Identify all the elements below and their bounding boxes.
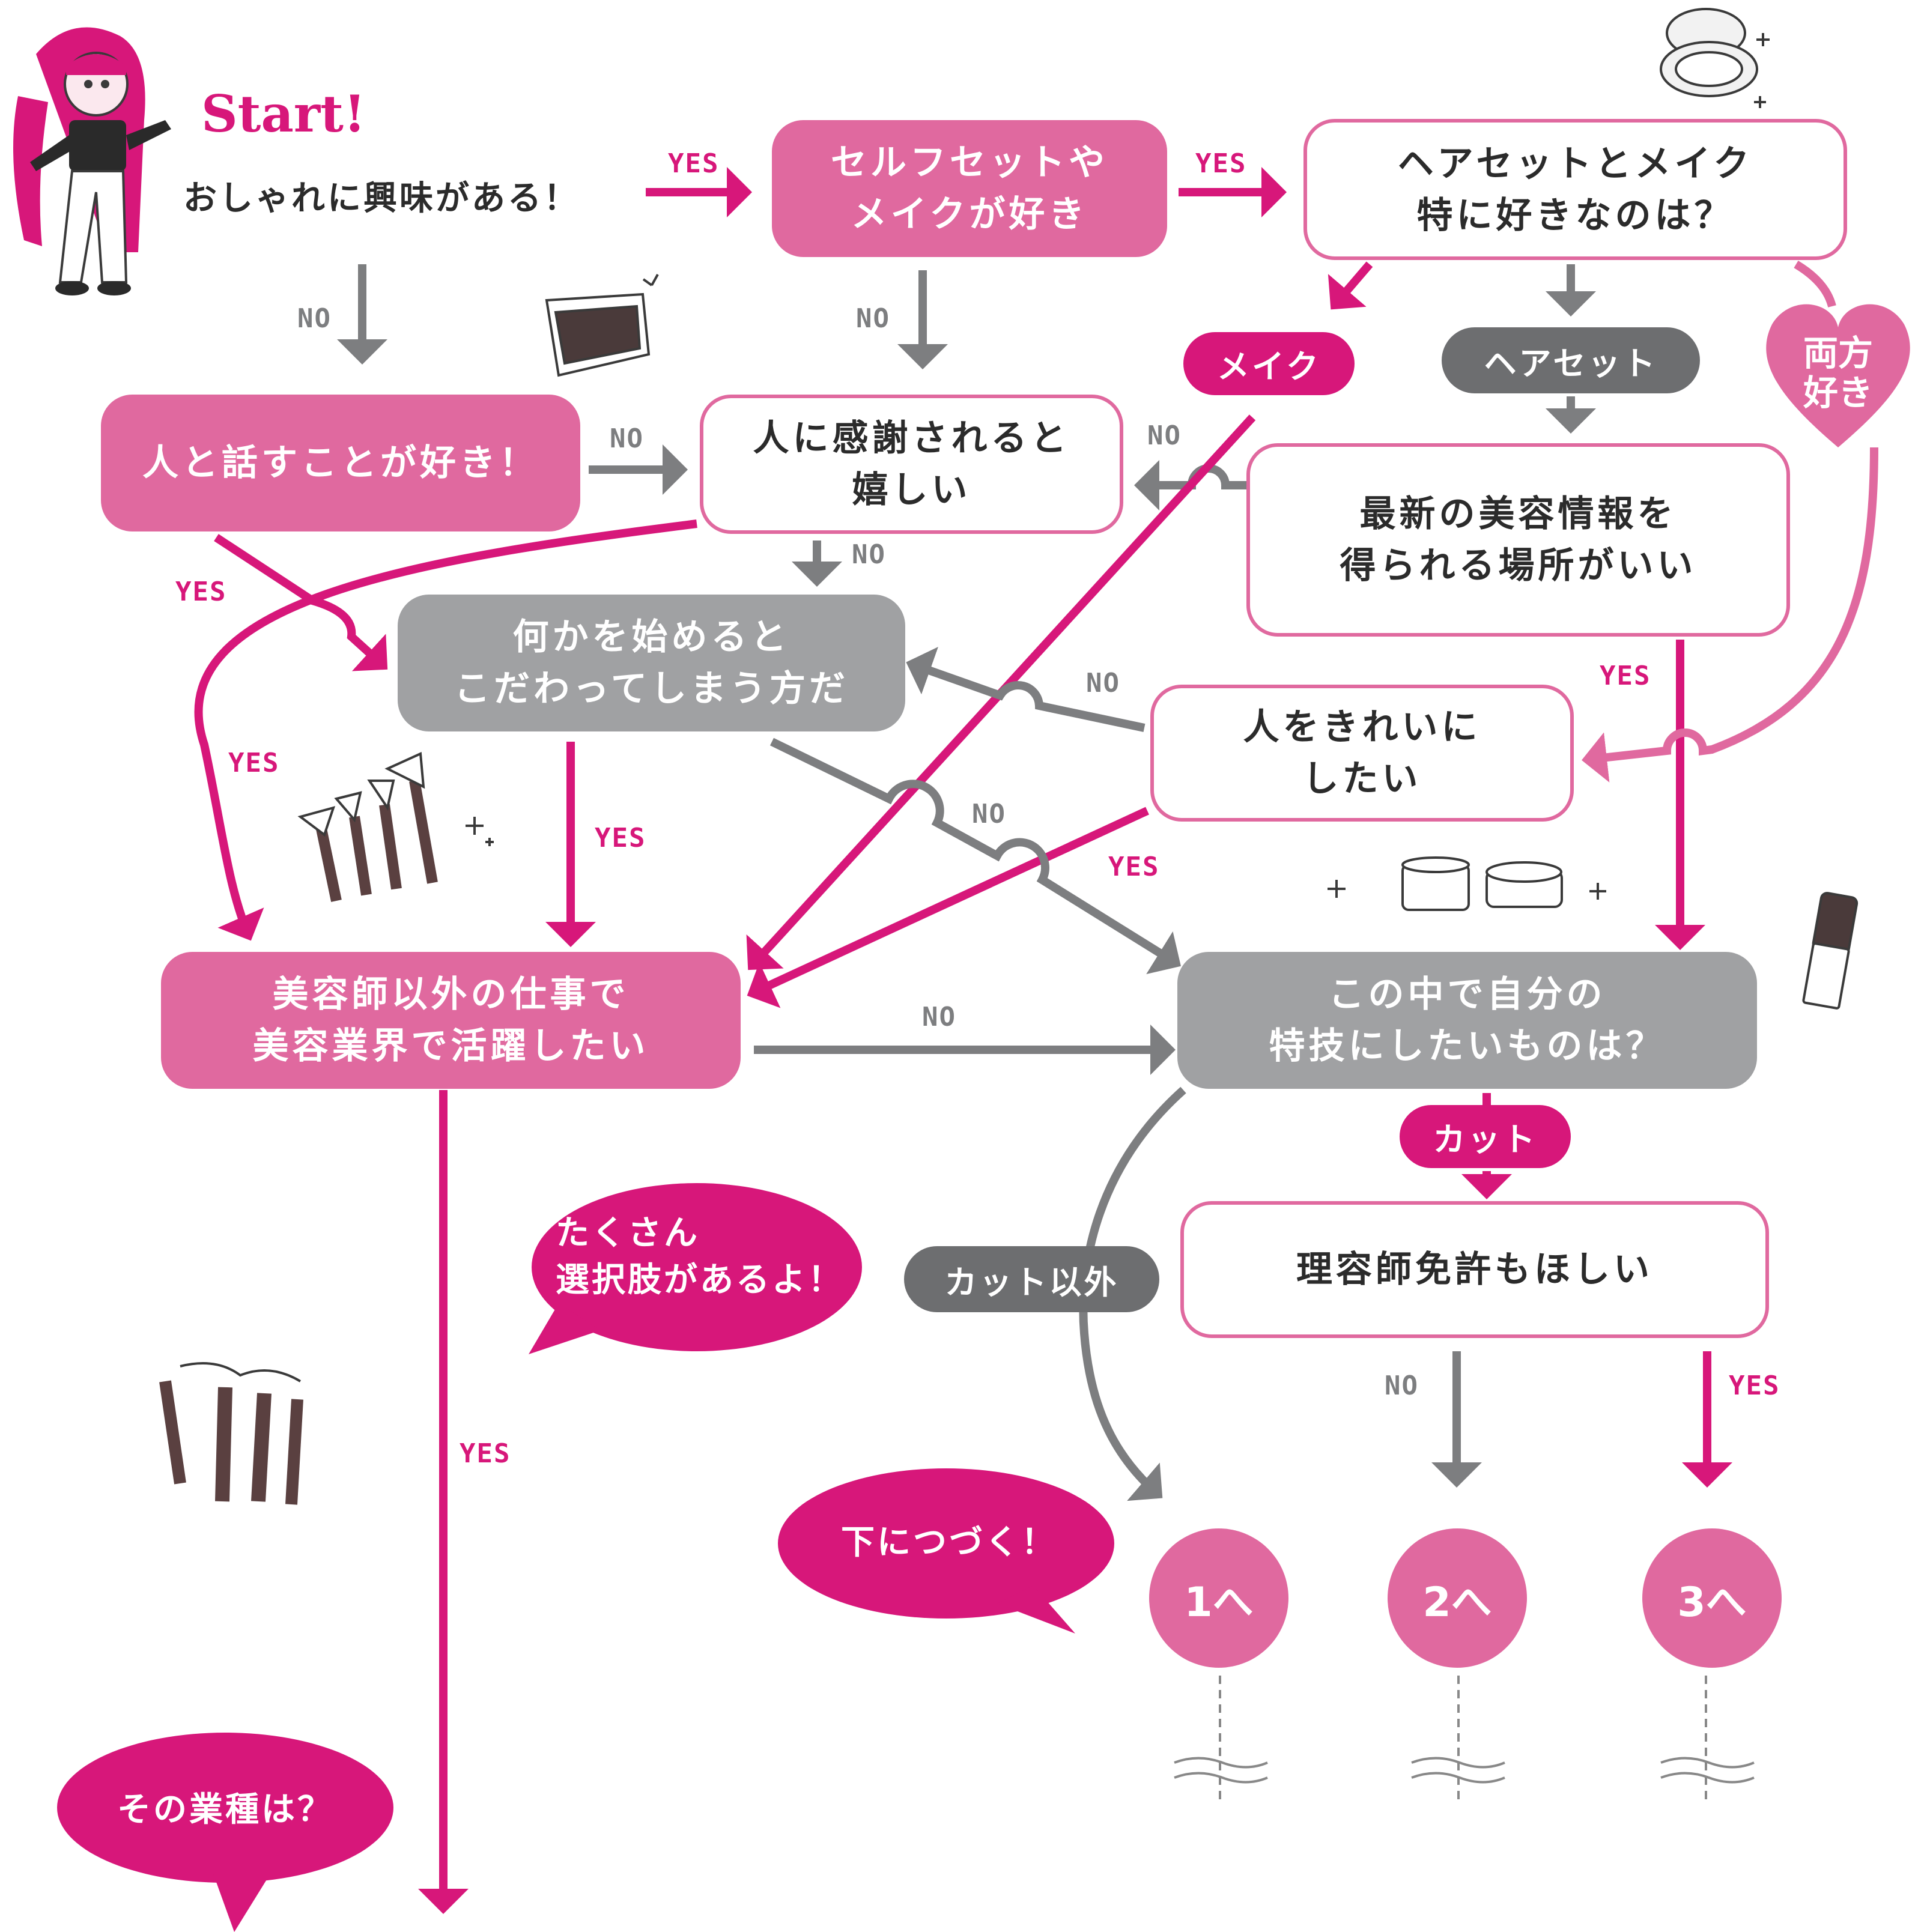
node-hair-or-makeup[interactable]: ヘアセットとメイク 特に好きなのは？ <box>1303 119 1847 260</box>
node-particular[interactable]: 何かを始めると こだわってしまう方だ <box>398 595 905 731</box>
arrow-question-to-makeup <box>1328 261 1373 310</box>
break-mark-2 <box>1411 1757 1505 1784</box>
bubble-which-industry: その業種は？ <box>117 1790 333 1829</box>
label-yes-selfset: YES <box>1195 148 1247 179</box>
label-yes-talk: YES <box>175 577 227 607</box>
sparkle-icon <box>466 33 1770 900</box>
node-specialty[interactable]: この中で自分の 特技にしたいものは？ <box>1177 952 1757 1089</box>
arrow-specialty-to-noncut <box>1079 1086 1186 1501</box>
node-thanked[interactable]: 人に感謝されると 嬉しい <box>700 395 1123 534</box>
break-mark-3 <box>1660 1757 1755 1784</box>
label-no-beautiful: NO <box>1086 668 1120 698</box>
compact-powder-icon <box>1660 8 1758 97</box>
both-heart-shape <box>1766 304 1910 447</box>
pill-makeup[interactable]: メイク <box>1183 332 1355 395</box>
arrow-beautiful-to-industry <box>747 807 1149 1008</box>
start-title: Start! <box>201 84 366 144</box>
label-no-talk: NO <box>610 423 644 454</box>
destination-circle-1[interactable]: 1へ <box>1149 1528 1288 1668</box>
label-yes-start: YES <box>668 148 720 179</box>
label-no-particular: NO <box>972 799 1006 829</box>
node-make-beautiful[interactable]: 人をきれいに したい <box>1150 685 1574 822</box>
bubble-many-choices: たくさん 選択肢があるよ！ <box>556 1214 844 1300</box>
label-yes-thanked: YES <box>228 748 280 778</box>
foundation-bottle-icon <box>1802 892 1859 1010</box>
node-latest-info[interactable]: 最新の美容情報を 得られる場所がいい <box>1246 443 1790 637</box>
label-no-license: NO <box>1385 1370 1419 1401</box>
bubble-many-choices-shape <box>532 1183 862 1351</box>
label-no-latest: NO <box>1147 420 1182 451</box>
node-barber-license[interactable]: 理容師免許もほしい <box>1180 1201 1769 1338</box>
arrow-question-to-both <box>1794 260 1836 307</box>
pill-both[interactable]: 両方 好き <box>1803 333 1873 413</box>
lipstick-set-icon <box>159 1362 303 1505</box>
label-yes-license: YES <box>1729 1370 1780 1401</box>
eyeshadow-palette-icon <box>545 274 659 377</box>
node-self-set[interactable]: セルフセットや メイクが好き <box>772 120 1167 257</box>
pill-hairset[interactable]: ヘアセット <box>1442 327 1700 393</box>
node-talk[interactable]: 人と話すことが好き！ <box>101 395 580 531</box>
bubble-continue-shape <box>778 1468 1114 1619</box>
bubble-continue: 下につづく！ <box>841 1523 1057 1562</box>
label-no-thanked: NO <box>852 539 886 570</box>
arrow-both-to-beautiful <box>1582 447 1878 783</box>
destination-circle-2[interactable]: 2へ <box>1388 1528 1527 1668</box>
label-yes-beautiful: YES <box>1108 852 1160 882</box>
arrow-beautiful-to-particular <box>906 647 1146 732</box>
label-yes-industry: YES <box>460 1438 511 1469</box>
node-beauty-industry[interactable]: 美容師以外の仕事で 美容業界で活躍したい <box>161 952 741 1089</box>
pill-cut[interactable]: カット <box>1400 1105 1571 1168</box>
makeup-brushes-icon <box>297 752 438 902</box>
cream-jars-icon <box>1401 856 1563 911</box>
label-yes-particular: YES <box>595 823 646 853</box>
start-question: おしゃれに興味がある！ <box>183 179 580 218</box>
destination-circle-3[interactable]: 3へ <box>1642 1528 1782 1668</box>
arrow-thanked-to-industry <box>194 519 697 941</box>
label-no-selfset: NO <box>856 303 890 334</box>
label-no-start: NO <box>297 303 332 334</box>
pill-non-cut[interactable]: カット以外 <box>904 1246 1159 1312</box>
label-yes-latest: YES <box>1600 661 1651 691</box>
label-no-industry: NO <box>922 1002 956 1032</box>
bubble-industry-shape <box>57 1733 393 1883</box>
character-illustration <box>13 27 171 295</box>
break-mark-1 <box>1174 1757 1268 1784</box>
arrow-particular-to-specialty <box>769 737 1181 975</box>
